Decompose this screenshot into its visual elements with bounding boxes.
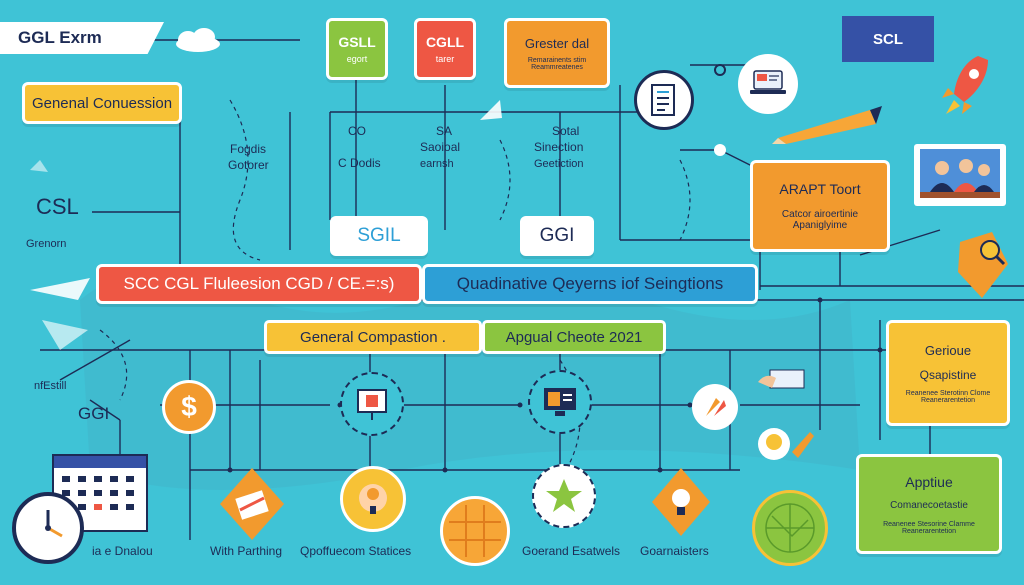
gerioue-line1: Reanenee Sterotinn Clome — [905, 389, 991, 397]
target-document-icon — [634, 70, 694, 130]
clock-icon — [12, 492, 84, 564]
general-conversion-box: Genenal Conuession — [22, 82, 182, 124]
bottom-label-with-parthing: With Parthing — [210, 544, 283, 558]
diamond-chart-icon — [218, 466, 286, 542]
apptiue-title: Apptiue — [905, 473, 953, 490]
second-bar-right-text: Apgual Cheote 2021 — [505, 328, 643, 346]
second-bar-left-text: General Compastion . — [300, 328, 446, 346]
main-bar-left-text: SCC CGL Fluleesion CGD / CE.=:s) — [123, 274, 395, 293]
tag-ggi-text: GGI — [539, 225, 575, 246]
gerioue-line2: Reanerarentetion — [920, 396, 976, 404]
presentation-icon — [340, 372, 404, 436]
second-bar-left: General Compastion . — [264, 320, 482, 354]
laptop-icon — [738, 54, 798, 114]
apptiue-line1: Reanenee Stesorine Clamme — [883, 520, 975, 528]
apptiue-box: Apptiue Comanecoetastie Reanenee Stesori… — [856, 454, 1002, 554]
left-label-grenorn: Grenorn — [26, 238, 67, 250]
dollar-symbol: $ — [181, 391, 197, 422]
bottom-label-goarnaisters: Goarnaisters — [640, 544, 709, 558]
top-card-cgll: CGLL tarer — [414, 18, 476, 80]
bottom-label-dnalou: ia e Dnalou — [92, 544, 153, 558]
top-card-grester-sub1: Remarainents stim — [527, 56, 587, 64]
gerioue-sub: Qsapistine — [919, 367, 977, 382]
arapt-box: ARAPT Toort Catcor airoertinie Apaniglyi… — [750, 160, 890, 252]
col-label-gotorer: Gotorer — [228, 158, 269, 172]
star-icon — [532, 464, 596, 528]
col-label-geetiction: Geetiction — [534, 158, 584, 170]
dollar-icon: $ — [162, 380, 216, 434]
gerioue-box: Gerioue Qsapistine Reanenee Sterotinn Cl… — [886, 320, 1010, 426]
col-label-sotal: Sotal — [552, 124, 580, 138]
puzzle-magnifier-icon — [952, 228, 1014, 302]
top-card-grester-sub2: Reammreatenes — [531, 63, 583, 71]
monitor-icon — [528, 370, 592, 434]
arapt-title: ARAPT Toort — [779, 181, 861, 197]
top-card-gsll: GSLL egort — [326, 18, 388, 80]
col-label-sinection: Sinection — [534, 140, 584, 154]
arapt-sub1: Catcor airoertinie — [781, 209, 859, 220]
puzzle-globe-icon — [440, 496, 510, 566]
general-conversion-title: Genenal Conuession — [31, 94, 173, 112]
diamond-bulb-icon — [650, 466, 712, 538]
left-label-csl: CSL — [36, 194, 79, 219]
exam-banner: GGL Exrm — [0, 22, 164, 54]
exam-banner-title: GGL Exrm — [18, 28, 102, 47]
col-label-fogdis: Fogdis — [230, 142, 267, 156]
col-label-cdodis: C Dodis — [338, 156, 381, 170]
left-label-nfestill: nfEstill — [34, 380, 67, 392]
second-bar-right: Apgual Cheote 2021 — [482, 320, 666, 354]
top-card-gsll-title: GSLL — [338, 34, 376, 50]
scl-flag-text: SCL — [873, 30, 903, 48]
gerioue-title: Gerioue — [924, 342, 972, 358]
hand-card-icon — [756, 364, 808, 394]
col-label-earnsh: earnsh — [420, 158, 454, 170]
apptiue-line2: Reanerarentetion — [901, 527, 957, 535]
green-globe-icon — [752, 490, 828, 566]
top-card-grester: Grester dal Remarainents stim Reammreate… — [504, 18, 610, 88]
main-bar-left: SCC CGL Fluleesion CGD / CE.=:s) — [96, 264, 422, 304]
pencil-icon — [772, 102, 884, 144]
main-bar-right-text: Quadinative Qeyerns iof Seingtions — [456, 274, 724, 293]
arapt-sub2: Apaniglyime — [792, 220, 848, 231]
main-bar-right: Quadinative Qeyerns iof Seingtions — [422, 264, 758, 304]
col-label-co: CO — [348, 124, 366, 138]
tools-icon — [692, 384, 738, 430]
bottom-label-esatwels: Goerand Esatwels — [522, 544, 621, 558]
apptiue-sub: Comanecoetastie — [890, 499, 968, 511]
left-label-ggi: GGI — [78, 404, 110, 423]
head-lightbulb-icon — [340, 466, 406, 532]
tag-sgil: SGIL — [330, 216, 428, 256]
team-picture-icon — [914, 144, 1006, 206]
rocket-icon — [934, 52, 994, 122]
bottom-label-statices: Qpoffuecom Statices — [300, 544, 412, 558]
tag-ggi: GGI — [520, 216, 594, 256]
col-label-saoioal: Saoioal — [420, 140, 461, 154]
top-card-gsll-sub: egort — [346, 54, 368, 64]
top-card-cgll-sub: tarer — [435, 54, 455, 64]
top-card-grester-title: Grester dal — [524, 35, 590, 51]
lightbulb-hand-icon — [752, 422, 818, 470]
scl-flag: SCL — [842, 16, 934, 62]
top-card-cgll-title: CGLL — [425, 34, 465, 50]
col-label-sa: SA — [436, 124, 453, 138]
tag-sgil-text: SGIL — [357, 225, 401, 246]
